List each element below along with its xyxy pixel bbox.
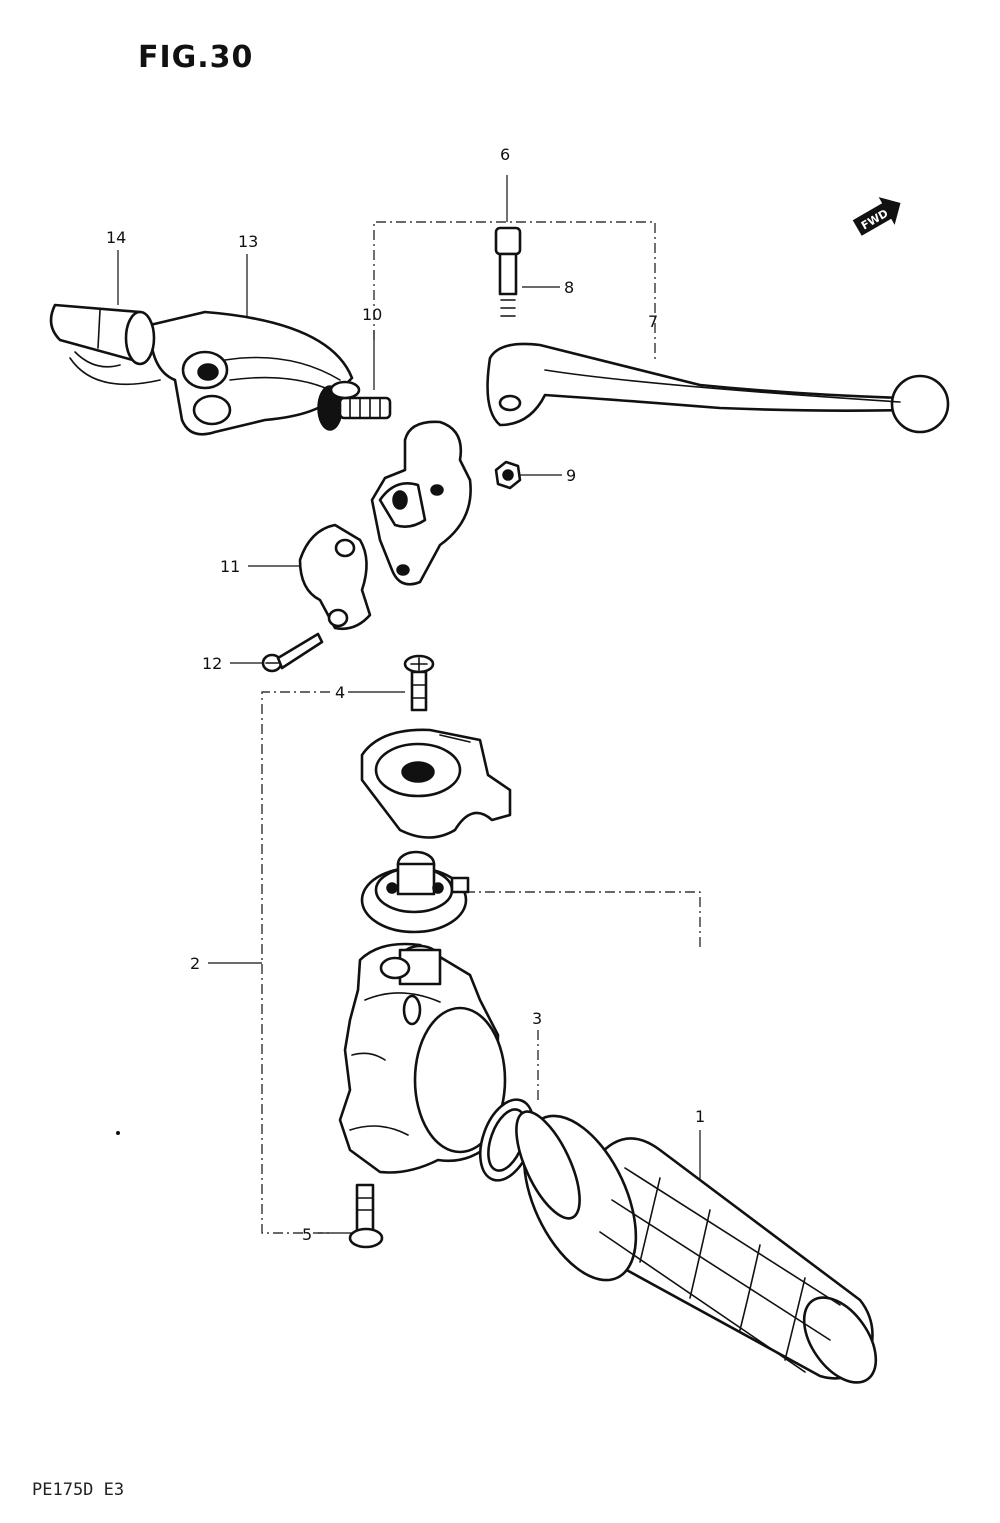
switch-lower-housing: [338, 942, 507, 1174]
callout-14: 14: [106, 228, 126, 247]
callout-4: 4: [335, 683, 345, 702]
callout-3: 3: [532, 1009, 542, 1028]
screw-5: [348, 1183, 384, 1249]
callout-5: 5: [302, 1225, 312, 1244]
lever-bracket: [370, 420, 472, 586]
callout-7: 7: [648, 312, 658, 331]
callout-9: 9: [566, 466, 576, 485]
callout-13: 13: [238, 232, 258, 251]
callout-12: 12: [202, 654, 222, 673]
model-code: PE175D E3: [32, 1480, 125, 1500]
clamp-11: [298, 523, 372, 630]
cable-adjuster-10: [317, 380, 392, 431]
pivot-bolt-8: [494, 226, 522, 317]
lever-holder-13: [148, 310, 354, 436]
callout-6: 6: [500, 145, 510, 164]
switch-upper-housing: [360, 728, 512, 839]
clutch-lever-7: [486, 342, 950, 434]
nut-9: [494, 460, 522, 490]
callout-11: 11: [220, 557, 240, 576]
screw-12: [261, 632, 324, 673]
fwd-arrow-icon: FWD: [852, 197, 901, 236]
group-bracket-2: [261, 691, 330, 1234]
callout-2: 2: [190, 954, 200, 973]
group-bracket-1: [465, 891, 701, 948]
screw-4: [403, 654, 435, 712]
callout-1: 1: [695, 1107, 705, 1126]
stray-mark: [116, 1131, 120, 1135]
handlebar-grip-1: [515, 1110, 878, 1384]
callout-10: 10: [362, 305, 382, 324]
callout-8: 8: [564, 278, 574, 297]
switch-mechanism: [360, 850, 470, 934]
group-bracket-6: [373, 221, 656, 360]
cable-cover-14: [49, 303, 161, 386]
figure-title: FIG.30: [138, 40, 254, 75]
